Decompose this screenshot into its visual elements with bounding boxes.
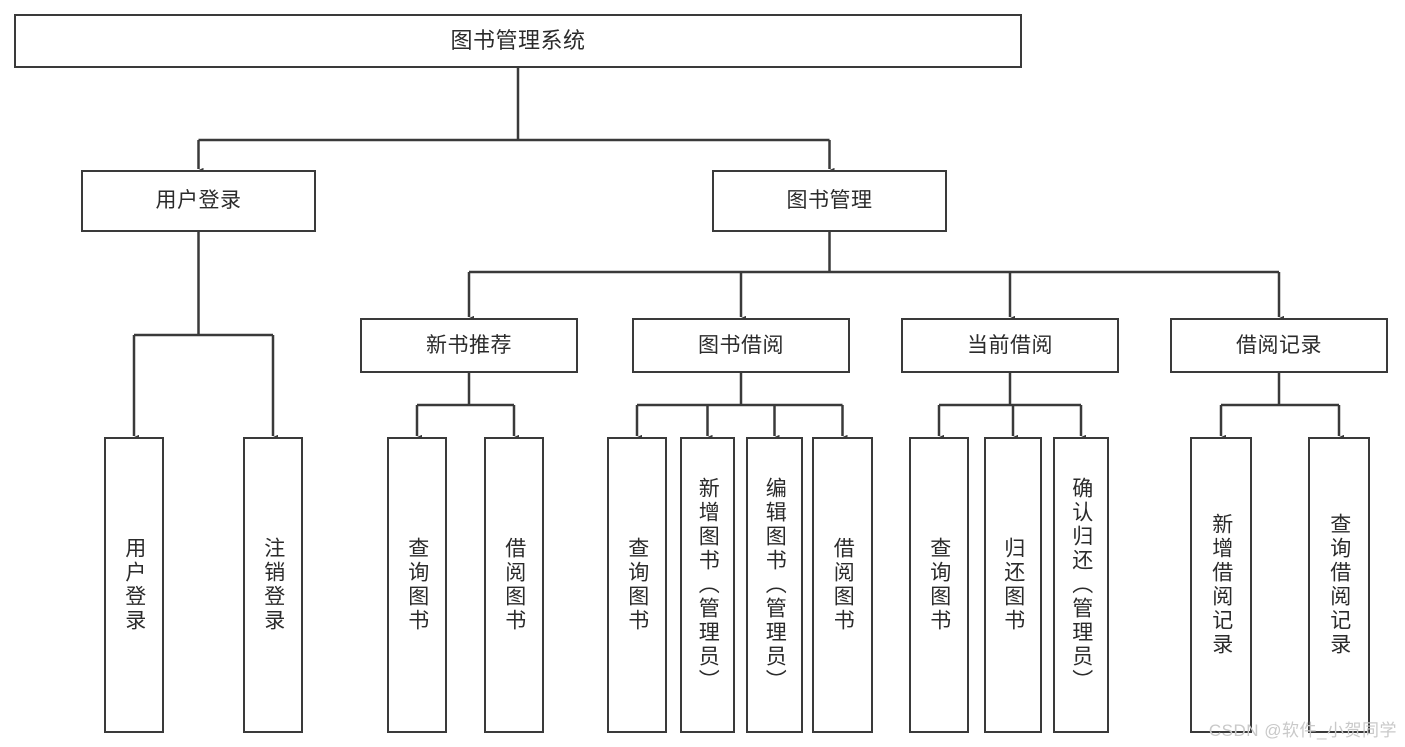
node-l5[interactable]: 查询图书 — [607, 437, 667, 733]
node-label: 新增借阅记录 — [1209, 513, 1233, 657]
watermark: CSDN @软件_小贺同学 — [1208, 721, 1397, 740]
node-label: 查询借阅记录 — [1327, 513, 1351, 657]
node-login[interactable]: 用户登录 — [81, 170, 316, 232]
node-label: 图书管理 — [786, 189, 873, 213]
node-label: 编辑图书（管理员） — [763, 477, 787, 693]
node-label: 借阅图书 — [831, 537, 855, 633]
node-newbook[interactable]: 新书推荐 — [360, 318, 578, 373]
node-label: 图书借阅 — [698, 333, 784, 357]
node-label: 查询图书 — [405, 537, 429, 633]
node-l13[interactable]: 查询借阅记录 — [1308, 437, 1370, 733]
node-record[interactable]: 借阅记录 — [1170, 318, 1388, 373]
node-borrow[interactable]: 图书借阅 — [632, 318, 850, 373]
node-label: 归还图书 — [1001, 537, 1025, 633]
node-l3[interactable]: 查询图书 — [387, 437, 447, 733]
node-label: 注销登录 — [261, 537, 285, 633]
node-l11[interactable]: 确认归还（管理员） — [1053, 437, 1109, 733]
node-l1[interactable]: 用户登录 — [104, 437, 164, 733]
node-label: 用户登录 — [122, 537, 146, 633]
connector-lines — [129, 68, 1344, 444]
node-label: 查询图书 — [625, 537, 649, 633]
node-label: 图书管理系统 — [450, 27, 586, 53]
node-l9[interactable]: 查询图书 — [909, 437, 969, 733]
node-label: 借阅图书 — [502, 537, 526, 633]
node-label: 当前借阅 — [967, 333, 1053, 357]
node-l4[interactable]: 借阅图书 — [484, 437, 544, 733]
node-l12[interactable]: 新增借阅记录 — [1190, 437, 1252, 733]
node-current[interactable]: 当前借阅 — [901, 318, 1119, 373]
node-label: 确认归还（管理员） — [1069, 477, 1093, 693]
node-label: 用户登录 — [155, 189, 242, 213]
node-l6[interactable]: 新增图书（管理员） — [680, 437, 735, 733]
node-l10[interactable]: 归还图书 — [984, 437, 1042, 733]
node-l7[interactable]: 编辑图书（管理员） — [746, 437, 803, 733]
node-root[interactable]: 图书管理系统 — [14, 14, 1022, 68]
node-label: 查询图书 — [927, 537, 951, 633]
node-label: 新书推荐 — [426, 333, 512, 357]
node-l2[interactable]: 注销登录 — [243, 437, 303, 733]
node-label: 借阅记录 — [1236, 333, 1322, 357]
node-l8[interactable]: 借阅图书 — [812, 437, 873, 733]
node-bookmgmt[interactable]: 图书管理 — [712, 170, 947, 232]
node-label: 新增图书（管理员） — [696, 477, 720, 693]
